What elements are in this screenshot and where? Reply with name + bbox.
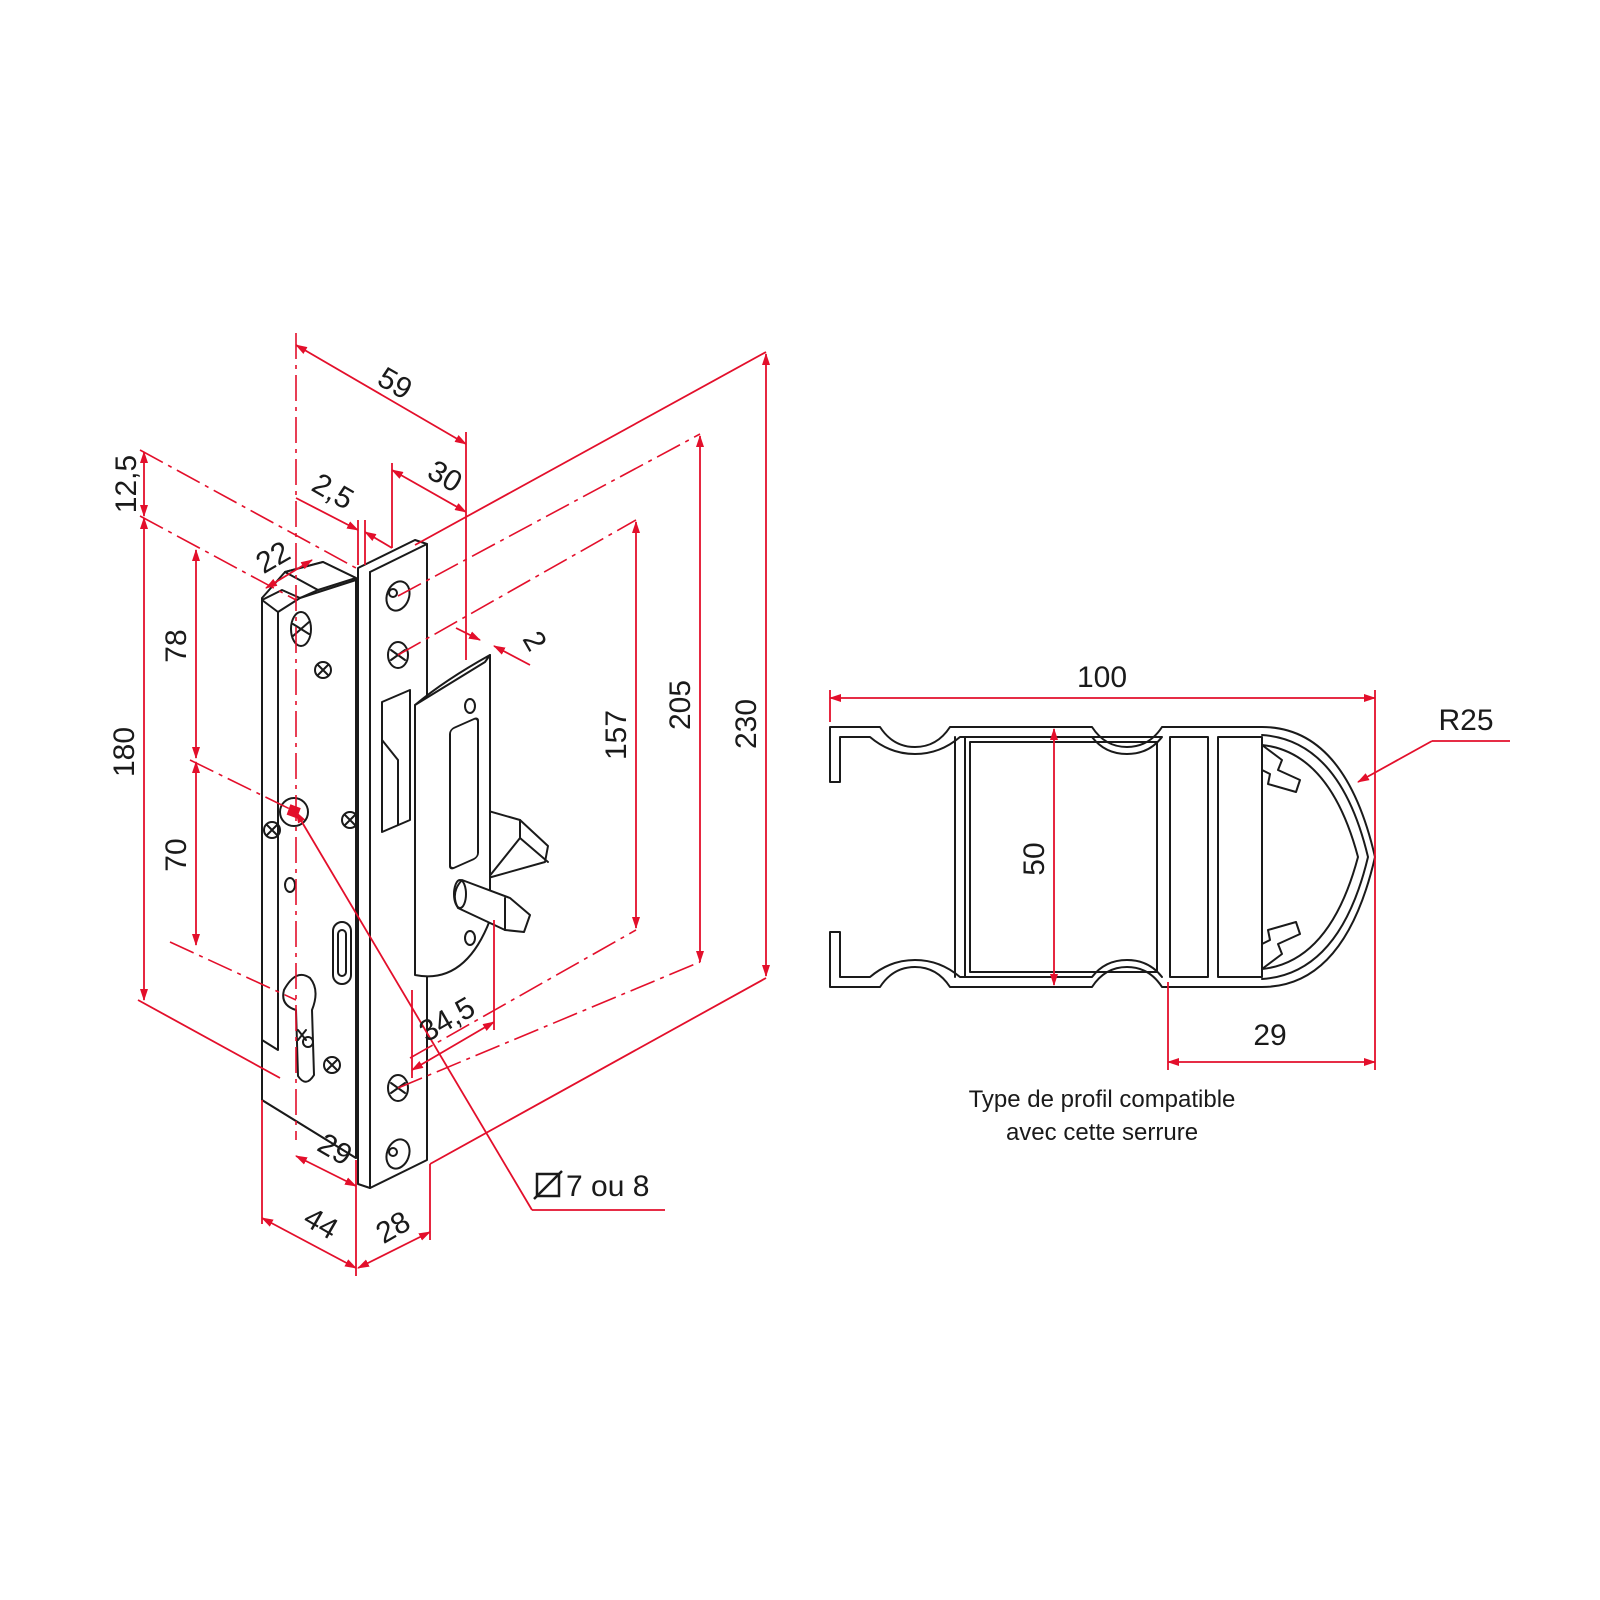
profile-rounded-cover (1261, 734, 1369, 980)
dim-12-5: 12,5 (110, 455, 143, 513)
profile-caption: Type de profil compatible avec cette ser… (969, 1086, 1236, 1146)
dim-2-5: 2,5 (306, 467, 359, 516)
dim-180: 180 (108, 727, 141, 777)
dim-44: 44 (298, 1201, 343, 1246)
dim-r25: R25 (1438, 704, 1493, 737)
screw-hole-lower (387, 1074, 409, 1102)
dim-59: 59 (372, 361, 417, 406)
profile-dimension-lines (829, 690, 1510, 1070)
dim-2: 2 (516, 626, 553, 657)
profile-drawing (829, 726, 1376, 988)
dim-50: 50 (1018, 842, 1051, 875)
diameter-symbol-icon (533, 1170, 563, 1200)
dim-29-profile: 29 (1253, 1019, 1286, 1052)
lock-dimension-lines (137, 333, 770, 1276)
screw-hole-bottom (385, 1138, 411, 1170)
dim-230: 230 (730, 699, 763, 749)
dim-157: 157 (600, 710, 633, 760)
dim-78: 78 (160, 629, 193, 662)
screw-hole-upper (387, 641, 409, 669)
cylinder-cutout (282, 974, 317, 1083)
dim-70: 70 (160, 838, 193, 871)
profile-chamber-right (1217, 736, 1263, 978)
follower-hole (279, 797, 309, 827)
profile-chamber-mid (1169, 736, 1209, 978)
profile-outline (829, 726, 1376, 988)
dim-30: 30 (422, 454, 467, 499)
profile-dimension-labels: 100 50 29 R25 (1018, 661, 1494, 1052)
dim-100: 100 (1077, 661, 1127, 694)
case-screw (314, 661, 332, 679)
dim-28: 28 (371, 1205, 416, 1250)
screw-hole-top (385, 580, 411, 612)
case-hole-top (290, 611, 312, 647)
dim-205: 205 (664, 680, 697, 730)
hole-callout: 7 ou 8 (566, 1170, 649, 1203)
caption-line-1: Type de profil compatible (969, 1086, 1236, 1113)
lock-drawing (261, 539, 549, 1189)
caption-line-2: avec cette serrure (1006, 1119, 1198, 1146)
profile-chamber-main (969, 741, 1158, 973)
